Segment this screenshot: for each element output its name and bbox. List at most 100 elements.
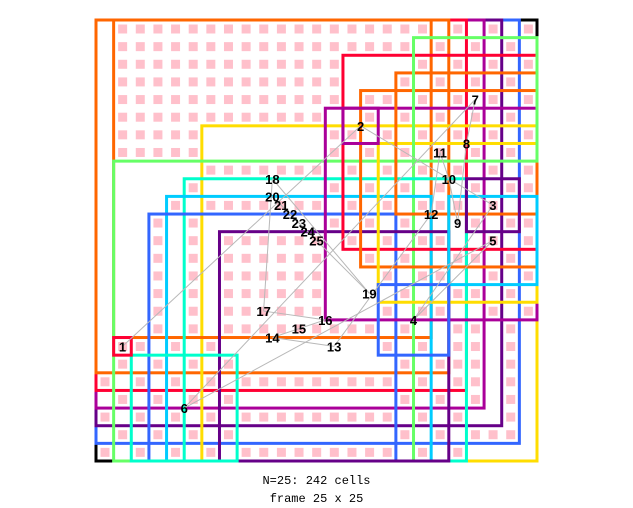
cell-marker <box>294 165 304 175</box>
cell-marker <box>435 183 445 193</box>
cell-marker <box>382 377 392 387</box>
cell-marker <box>241 24 251 34</box>
cell-marker <box>523 271 533 281</box>
cell-marker <box>223 271 233 281</box>
cell-marker <box>188 95 198 105</box>
cell-marker <box>382 271 392 281</box>
cell-marker <box>259 324 269 334</box>
cell-marker <box>153 359 163 369</box>
cell-marker <box>153 253 163 263</box>
cell-marker <box>329 77 339 87</box>
cell-marker <box>329 59 339 69</box>
cell-marker <box>453 324 463 334</box>
square-outline-3 <box>464 177 521 234</box>
cell-marker <box>506 430 516 440</box>
cell-marker <box>135 42 145 52</box>
cell-marker <box>276 42 286 52</box>
center-path-segment <box>289 213 300 224</box>
cell-marker <box>312 306 322 316</box>
cell-marker <box>470 77 480 87</box>
cell-marker <box>206 165 216 175</box>
cell-marker <box>135 77 145 87</box>
cell-marker <box>188 289 198 299</box>
cell-marker <box>435 42 445 52</box>
cell-marker <box>223 200 233 210</box>
cell-marker <box>506 412 516 422</box>
cell-marker <box>259 271 269 281</box>
cell-marker <box>259 289 269 299</box>
cell-marker <box>382 412 392 422</box>
cell-marker <box>259 377 269 387</box>
cell-marker <box>223 430 233 440</box>
cell-marker <box>188 430 198 440</box>
cell-marker <box>312 271 322 281</box>
cell-marker <box>276 77 286 87</box>
cell-marker <box>523 165 533 175</box>
cell-marker <box>259 412 269 422</box>
cell-marker <box>118 147 128 157</box>
cell-marker <box>347 24 357 34</box>
cell-marker <box>470 324 480 334</box>
cell-marker <box>294 42 304 52</box>
cell-marker <box>470 42 480 52</box>
cell-marker <box>470 183 480 193</box>
cell-marker <box>276 447 286 457</box>
cell-marker <box>100 447 110 457</box>
center-path-segment <box>183 240 494 409</box>
cell-marker <box>400 42 410 52</box>
cell-marker <box>418 24 428 34</box>
center-path-segment <box>263 310 326 321</box>
cell-marker <box>400 112 410 122</box>
cell-marker <box>506 342 516 352</box>
cell-marker <box>153 130 163 140</box>
cell-marker <box>241 165 251 175</box>
cell-marker <box>206 112 216 122</box>
cell-marker <box>523 130 533 140</box>
cell-marker <box>347 412 357 422</box>
cell-marker <box>188 394 198 404</box>
cell-marker <box>435 236 445 246</box>
cell-marker <box>418 271 428 281</box>
cell-marker <box>135 447 145 457</box>
cell-marker <box>171 112 181 122</box>
cell-marker <box>365 253 375 263</box>
cell-marker <box>506 112 516 122</box>
cell-marker <box>488 430 498 440</box>
cell-marker <box>329 324 339 334</box>
cell-marker <box>365 95 375 105</box>
center-path-segment <box>272 337 335 347</box>
cell-marker <box>153 147 163 157</box>
square-label: 8 <box>463 136 470 151</box>
cell-count-caption: N=25: 242 cells <box>262 474 371 488</box>
cell-marker <box>488 271 498 281</box>
cell-marker <box>276 165 286 175</box>
cell-marker <box>294 271 304 281</box>
cell-marker <box>241 236 251 246</box>
cell-marker <box>382 200 392 210</box>
cell-marker <box>259 77 269 87</box>
square-label: 22 <box>283 207 297 222</box>
cell-marker <box>506 377 516 387</box>
cell-marker <box>135 59 145 69</box>
cell-marker <box>312 200 322 210</box>
cell-marker <box>418 130 428 140</box>
cell-marker <box>294 200 304 210</box>
cell-marker <box>312 112 322 122</box>
cell-marker <box>241 377 251 387</box>
cell-marker <box>171 200 181 210</box>
cell-marker <box>153 324 163 334</box>
cell-marker <box>294 59 304 69</box>
cell-marker <box>153 306 163 316</box>
cell-marker <box>365 42 375 52</box>
square-outline-2 <box>341 106 380 145</box>
cell-marker <box>294 95 304 105</box>
cell-marker <box>294 24 304 34</box>
cell-marker <box>312 377 322 387</box>
square-label: 20 <box>265 189 279 204</box>
cell-marker <box>100 412 110 422</box>
cell-marker <box>294 253 304 263</box>
center-path-segment <box>457 143 467 223</box>
cell-marker <box>223 24 233 34</box>
cell-marker <box>382 236 392 246</box>
